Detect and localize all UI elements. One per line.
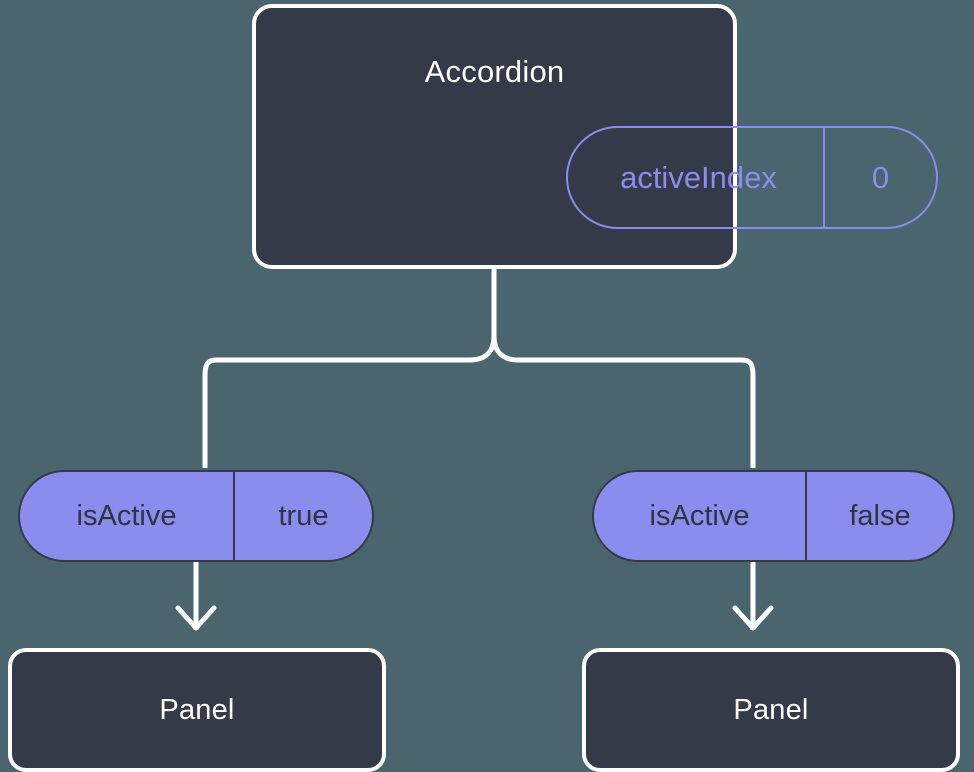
prop-chip-active-index-key: activeIndex	[568, 128, 825, 227]
node-panel-right[interactable]: Panel	[582, 648, 960, 772]
prop-chip-is-active-true[interactable]: isActive true	[18, 470, 374, 562]
prop-chip-is-active-true-key: isActive	[76, 499, 177, 532]
node-panel-left-title: Panel	[159, 694, 235, 726]
node-panel-right-title: Panel	[733, 694, 809, 726]
prop-chip-is-active-true-value: true	[233, 472, 372, 560]
node-accordion-title: Accordion	[424, 54, 565, 89]
node-accordion[interactable]: Accordion activeIndex 0	[252, 4, 938, 269]
prop-chip-is-active-false-key: isActive	[649, 499, 750, 532]
node-panel-left[interactable]: Panel	[8, 648, 386, 772]
arrowhead-left-icon	[175, 605, 217, 631]
prop-chip-active-index[interactable]: activeIndex 0	[566, 126, 938, 229]
arrowhead-right-icon	[732, 605, 774, 631]
prop-chip-active-index-value: 0	[871, 159, 890, 195]
edge-fork-left	[202, 335, 497, 468]
prop-chip-is-active-false[interactable]: isActive false	[592, 470, 955, 562]
prop-chip-is-active-false-value: false	[805, 472, 953, 560]
edge-fork-right	[491, 335, 756, 468]
